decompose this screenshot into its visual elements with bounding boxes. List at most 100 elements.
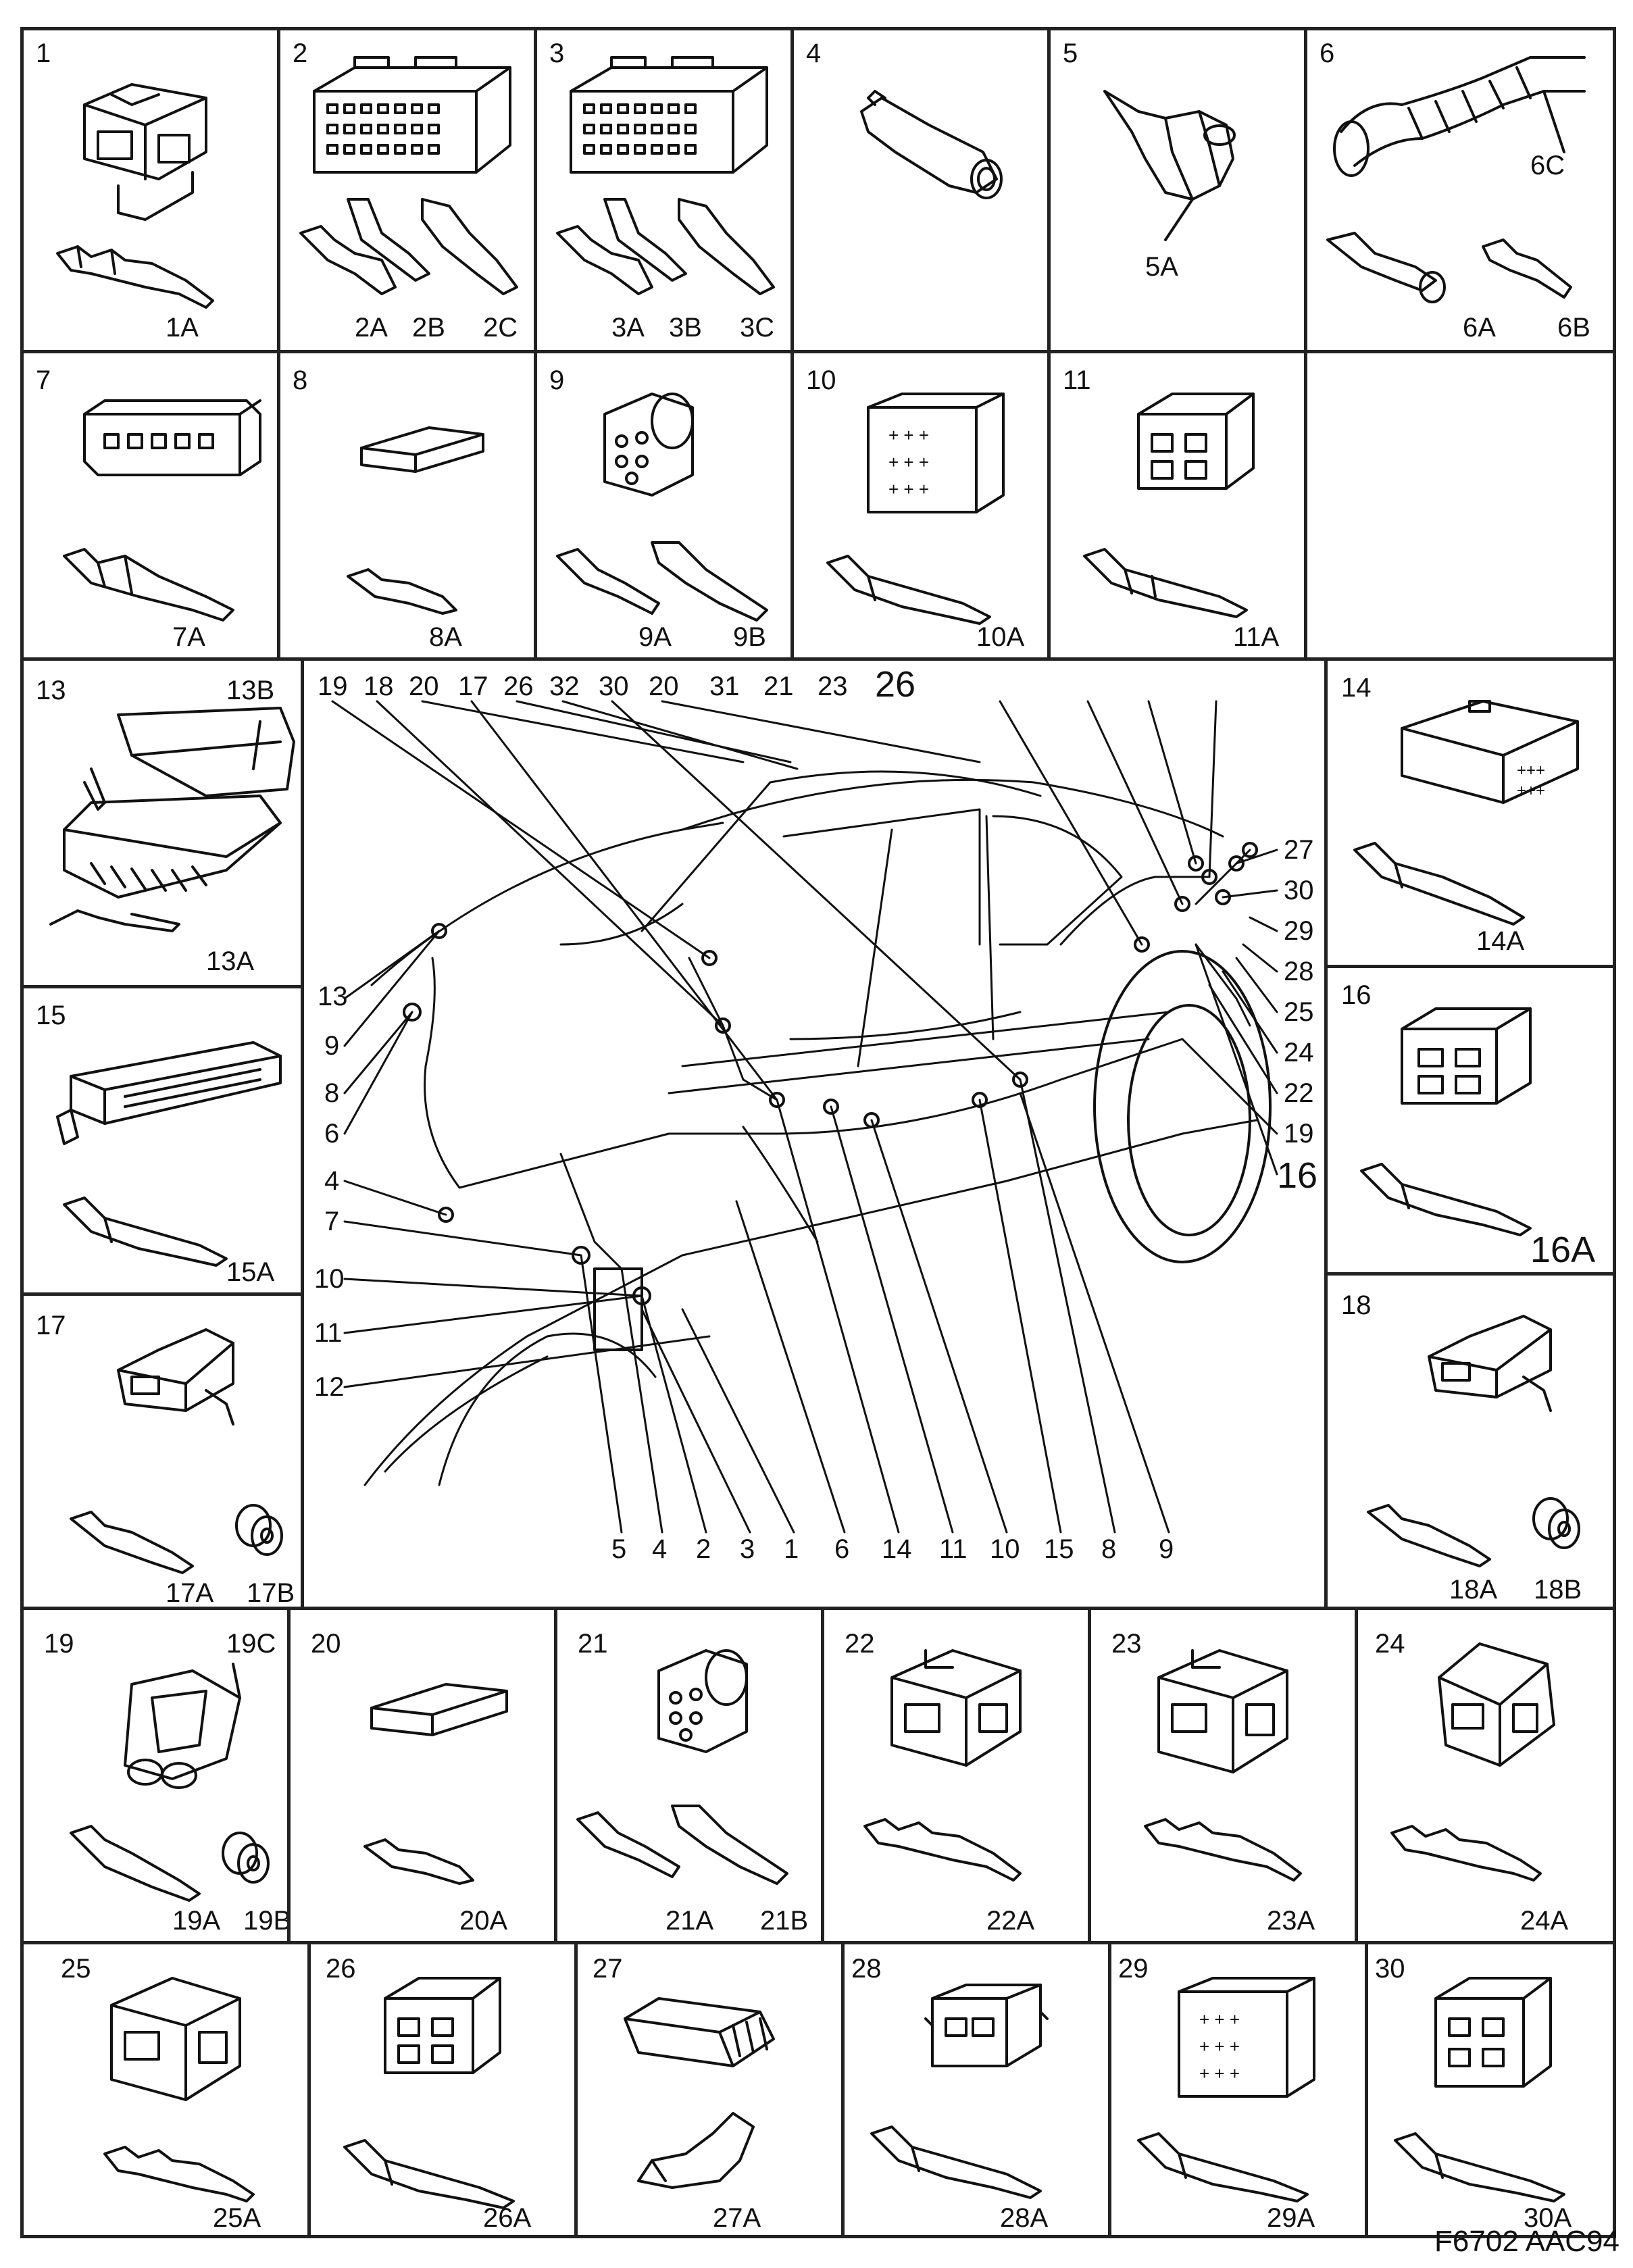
part-label: 26A [483,2203,532,2233]
part-label: 9B [733,622,766,652]
part-label: 29A [1267,2203,1315,2233]
part-label: 24A [1520,1906,1569,1936]
part-label: 2C [483,313,518,343]
vehicle-callout: 20 [409,672,439,701]
cell-number: 19 [44,1629,74,1659]
cell-number: 14 [1341,673,1372,703]
connector-housing-drawing [83,83,207,221]
vehicle-callout: 18 [363,672,394,701]
terminal-drawing [343,2139,515,2209]
part-label: 10A [976,622,1025,652]
svg-text:+ + +: + + + [1199,2063,1240,2084]
cell-number: 2 [293,39,308,68]
part-label: 11A [1233,622,1280,652]
vehicle-callout: 29 [1284,916,1314,946]
terminal-drawing [1367,1504,1491,1567]
cell-number: 16 [1341,980,1372,1010]
seal-drawing [1532,1497,1580,1549]
vehicle-outline-drawing [331,700,1278,1534]
part-label: 30A [1524,2203,1572,2233]
terminals-drawing [556,198,775,295]
cell-number: 5 [1063,39,1078,68]
vehicle-callout: 12 [314,1372,345,1402]
part-label: 6B [1557,313,1590,343]
vehicle-callout: 15 [1044,1534,1074,1564]
svg-text:+++: +++ [1517,761,1545,780]
cell-8: 8 8A [277,350,537,661]
cell-22: 22 22A [821,1607,1091,1944]
bulb-socket-drawing [860,90,1003,199]
cell-18: 18 18A 18B [1324,1272,1616,1610]
cell-20: 20 20A [287,1607,557,1944]
part-label: 22A [986,1906,1035,1936]
terminal-drawing [1144,1818,1302,1882]
vehicle-callout: 30 [1284,876,1314,905]
cell-number: 21 [578,1629,608,1659]
cell-number: 29 [1118,1954,1149,1984]
vehicle-callout: 27 [1284,835,1314,865]
cell-28: 28 28A [841,1941,1111,2238]
terminals-drawing [576,1805,788,1885]
cell-21: 21 21A 21B [554,1607,824,1944]
cell-5: 5 5A [1047,27,1307,353]
cell-number: 28 [851,1954,882,1984]
vehicle-callout: 25 [1284,997,1314,1027]
cell-number: 20 [311,1629,341,1659]
vehicle-callout: 6 [324,1119,340,1149]
cell-17: 17 17A 17B [20,1292,304,1610]
cell-27: 27 27A [574,1941,845,2238]
cell-7: 7 7A [20,350,280,661]
part-label: 2A [355,313,388,343]
vehicle-callout: 19 [1284,1119,1314,1149]
cell-number: 27 [593,1954,623,1984]
connector-housing-drawing [1438,1642,1555,1767]
cell-3: 3 3A 3B 3C [534,27,794,353]
connector-housing-drawing [1401,1007,1532,1105]
cell-number: 15 [36,1001,66,1030]
part-label: 19A [172,1906,221,1936]
part-label: 23A [1267,1906,1315,1936]
svg-text:+ + +: + + + [888,452,929,472]
vehicle-callout: 30 [599,672,629,701]
cell-number: 3 [549,39,565,68]
cell-number: 23 [1111,1629,1142,1659]
cell-number: 17 [36,1311,66,1340]
clip-drawing [637,2112,755,2189]
cell-number: 18 [1341,1290,1372,1320]
connector-housing-drawing [110,1977,241,2101]
vehicle-callout: 22 [1284,1078,1314,1108]
terminal-drawing [1353,842,1525,926]
terminal-drawing [1390,1825,1542,1882]
terminal-drawing [826,555,991,625]
part-label: 13A [206,947,255,976]
part-label: 9A [638,622,672,652]
cell-empty [1304,350,1616,661]
part-label: 3C [740,313,775,343]
multipin-connector-drawing [570,56,768,174]
part-label: 7A [172,622,205,652]
vehicle-callout: 21 [763,672,794,701]
connector-housing-drawing [1434,1977,1552,2088]
part-label: 3A [611,313,645,343]
vehicle-callout: 2 [696,1534,711,1564]
connector-housing-drawing [1137,393,1255,490]
connector-housing-drawing [83,399,261,476]
cell-19: 19 19C 19A 19B [20,1607,291,1944]
cell-2: 2 2A 2B 2C [277,27,537,353]
vehicle-callout: 10 [314,1264,345,1294]
part-label: 8A [429,622,462,652]
vehicle-callout: 19 [318,672,348,701]
svg-text:+ + +: + + + [1199,2036,1240,2057]
cell-4: 4 [790,27,1051,353]
rubber-boot-drawing [1103,90,1236,241]
part-label: 13B [226,676,275,705]
vehicle-callout: 28 [1284,957,1314,986]
connector-housing-drawing [384,1977,501,2074]
terminal-drawing [70,1511,194,1574]
part-label: 25A [213,2203,261,2233]
vehicle-overview: 19 18 20 17 26 32 30 20 31 21 23 26 13 9… [301,657,1328,1610]
connector-housing-drawing: ++++++ [1401,700,1579,804]
cell-16: 16 16A [1324,965,1616,1276]
vehicle-callout: 8 [1101,1534,1117,1564]
